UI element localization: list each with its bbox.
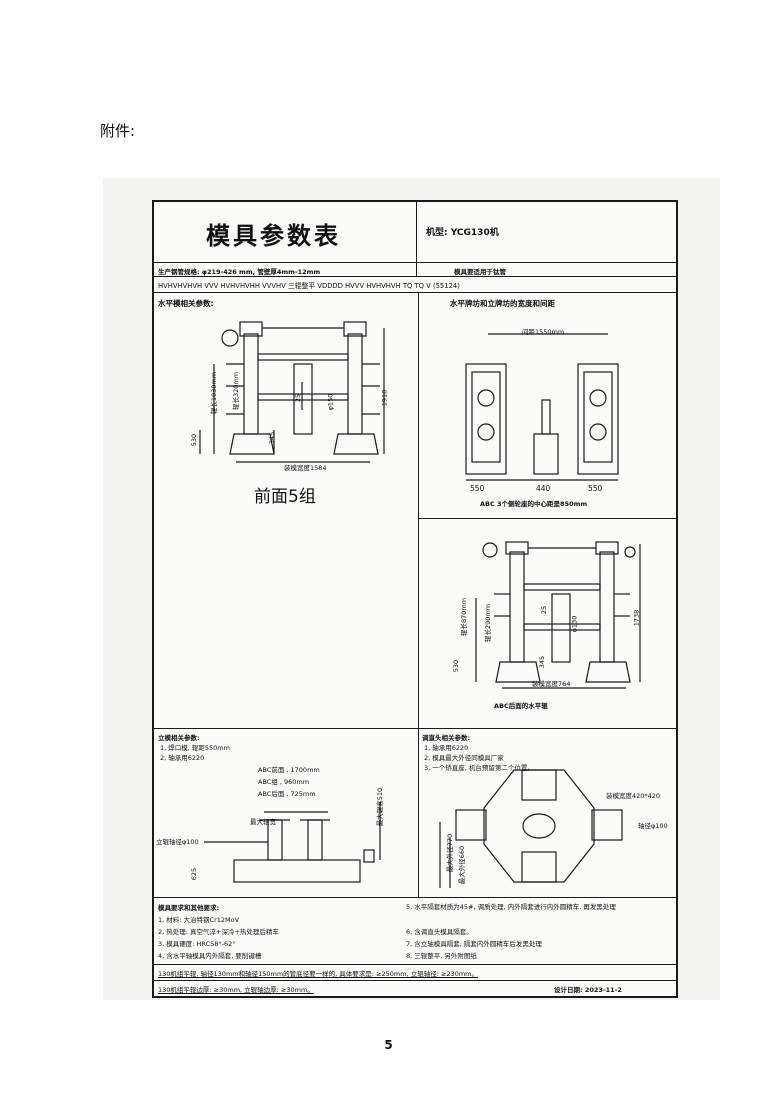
rule-6 xyxy=(154,964,676,965)
center-divider xyxy=(418,292,419,897)
rule-5 xyxy=(154,897,676,898)
dim-870: 辊长870mm xyxy=(460,597,469,637)
req-item-5: 5, 水平隔套材质为45#, 调质处理, 内外隔套进行内外圆精车, 再发黑处理 xyxy=(406,903,616,911)
requirements-heading: 模具要求和其他要求: xyxy=(158,904,220,912)
rule-3 xyxy=(154,292,676,293)
width-440: 440 xyxy=(536,484,551,493)
dim-345-b: 345 xyxy=(538,655,547,669)
panel-br-line-3: 3, 一个矫直座, 机台预留第二个位置。 xyxy=(424,764,534,772)
dim-width-1584: 装模宽度1584 xyxy=(284,464,327,472)
width-550-left: 550 xyxy=(470,484,485,493)
max-diameter-660: 最大外径660 xyxy=(458,845,467,885)
req-item-8: 8, 三辊整平, 另外附图纸 xyxy=(406,952,477,960)
dim-130: φ130 xyxy=(570,615,579,633)
req-item-6: 6, 含调直头模具隔套。 xyxy=(406,928,473,936)
straightening-head-drawing xyxy=(439,769,623,888)
max-roll-height: 最大辊高510 xyxy=(376,787,385,827)
dim-25-b: 25 xyxy=(540,605,549,615)
mount-width-420: 装模宽度420*420 xyxy=(606,792,661,800)
panel-br-line-2: 2, 模具最大外径同模具厂家 xyxy=(424,754,504,762)
title-divider xyxy=(416,202,417,262)
panel-tr-caption: ABC 3个侧轮座的中心距是850mm xyxy=(480,500,588,508)
abc-front: ABC前面 , 1700mm xyxy=(258,766,320,774)
design-date: 设计日期: 2023-11-2 xyxy=(554,986,622,994)
dim-150: φ150 xyxy=(326,393,335,411)
spec-line: 生产钢管规格: φ219-426 mm, 管壁厚4mm-12mm xyxy=(158,268,321,276)
req-item-1: 1, 材料: 大治特钢Cr12MoV xyxy=(158,916,240,924)
attachment-label: 附件: xyxy=(100,122,136,140)
horizontal-stand-drawing xyxy=(199,321,385,463)
parameter-sheet: 模具参数表 机型: YCG130机 生产钢管规格: φ219-426 mm, 管… xyxy=(152,200,678,998)
page-number: 5 xyxy=(384,1038,393,1052)
panel-tl-heading: 水平模相关参数: xyxy=(158,299,214,308)
dim-1918: 1918 xyxy=(380,389,389,407)
spec-divider xyxy=(416,262,417,276)
rule-7 xyxy=(154,980,676,981)
width-550-right: 550 xyxy=(588,484,603,493)
code-line: HVHVHVHVH VVV HVHVHVHH VVVHV 三辊整平 VDDDD … xyxy=(158,282,460,290)
req-item-4: 4, 含水平轴模具内外隔套, 要削键槽 xyxy=(158,952,262,960)
dim-530-b: 530 xyxy=(452,659,461,673)
sheet-title: 模具参数表 xyxy=(206,221,341,250)
panel-bl-line-1: 1, 焊口模, 辊距550mm xyxy=(160,744,230,752)
dim-25: 25 xyxy=(294,393,303,403)
abc-rear: ABC后面 , 725mm xyxy=(258,790,316,798)
rule-1 xyxy=(154,262,676,263)
footer-line-2: 130机组平辊边厚: ≥30mm, 立辊轴边厚: ≥30mm。 xyxy=(158,986,314,994)
dim-1738: 1738 xyxy=(632,609,641,627)
rule-4 xyxy=(154,728,676,729)
shaft-diameter-100: 轴径φ100 xyxy=(638,822,668,830)
rule-right-mid xyxy=(418,518,676,519)
machine-model: 机型: YCG130机 xyxy=(426,228,499,238)
panel-mr-caption: ABC后面的水平辊 xyxy=(494,702,548,710)
panel-br-line-1: 1, 轴承用6220 xyxy=(424,744,469,752)
max-roll-width: 最大辊宽 xyxy=(250,818,276,826)
panel-tl-caption: 前面5组 xyxy=(254,487,316,507)
dim-290: 辊长290mm xyxy=(484,603,493,643)
vertical-shaft-diameter: 立辊轴径φ100 xyxy=(156,838,199,846)
req-item-3: 3, 模具硬度: HRC58°-62° xyxy=(158,940,236,948)
dim-1030: 辊长1030mm xyxy=(210,371,219,415)
vertical-roll-drawing xyxy=(204,802,381,883)
panel-bl-heading: 立模相关参数: xyxy=(158,734,200,742)
footer-line-1: 130机组平辊, 轴径130mm和轴径150mm的管底径要一样的, 具体要求是:… xyxy=(158,970,478,978)
max-diameter-770: 最大外径770 xyxy=(446,833,455,873)
req-item-7: 7, 含立轴模具隔套, 隔套内外圆精车后发黑处理 xyxy=(406,940,542,948)
dim-345: 345 xyxy=(268,431,277,445)
rule-2 xyxy=(154,276,676,277)
dim-530: 530 xyxy=(190,433,199,447)
dim-625: 625 xyxy=(190,867,199,881)
abc-group: ABC组 , 960mm xyxy=(258,778,310,786)
suitability-note: 模具要适用于钛管 xyxy=(454,268,506,276)
panel-bl-line-2: 2, 轴承用6220 xyxy=(160,754,205,762)
dim-320: 辊长320mm xyxy=(232,371,241,411)
dim-width-764: 装模宽度764 xyxy=(532,680,571,688)
rear-horizontal-roll-drawing xyxy=(475,541,641,689)
panel-br-heading: 调直头相关参数: xyxy=(422,734,471,742)
stand-width-drawing xyxy=(465,333,619,481)
panel-tr-heading: 水平牌坊和立牌坊的宽度和间距 xyxy=(450,299,555,308)
spacing-label: 间距1550mm xyxy=(522,328,565,336)
req-item-2: 2, 热处理: 真空气淬+深冷+热处理后精车 xyxy=(158,928,279,936)
